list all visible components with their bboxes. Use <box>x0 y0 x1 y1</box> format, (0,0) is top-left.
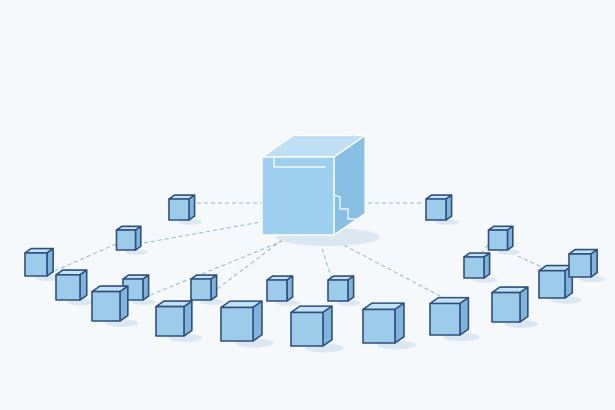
cube-side-face <box>188 194 196 221</box>
cube-front-face <box>290 311 324 347</box>
cube-icon <box>91 285 139 327</box>
cube-front-face <box>327 279 349 302</box>
cube-icon <box>266 275 300 306</box>
cube-front-face <box>487 229 509 251</box>
cube-front-face <box>425 198 447 221</box>
cube-icon <box>290 305 344 353</box>
cube-icon <box>568 248 606 283</box>
cube-side-face <box>445 194 453 221</box>
cube-side-face <box>119 285 129 322</box>
cube-front-face <box>568 253 592 278</box>
cube-front-face <box>491 291 521 323</box>
cube-front-face <box>362 308 396 344</box>
cube-side-face <box>210 274 218 301</box>
cube-side-face <box>394 302 405 344</box>
cube-side-face <box>142 274 150 301</box>
connector-line <box>147 237 291 297</box>
cube-icon <box>190 274 224 305</box>
cube-side-face <box>79 269 88 301</box>
cube-icon <box>425 194 459 225</box>
cube-front-face <box>115 229 137 251</box>
cube-front-face <box>91 290 121 322</box>
connector-line <box>49 243 117 274</box>
cube-side-face <box>347 275 355 302</box>
cube-front-face <box>155 305 185 337</box>
cube-side-face <box>459 296 470 336</box>
cube-icon <box>327 275 361 306</box>
cube-front-face <box>220 306 254 342</box>
cube-icon <box>155 300 203 342</box>
cube-icon <box>491 286 539 328</box>
cube-side-face <box>286 275 294 302</box>
hub-node <box>261 134 380 246</box>
cube-side-face <box>590 248 598 278</box>
cube-front-face <box>24 252 48 277</box>
cube-front-face <box>55 273 81 301</box>
cube-icon <box>429 296 480 342</box>
cube-front-face <box>538 269 566 299</box>
connector-line <box>337 241 443 298</box>
cube-front-face <box>429 302 461 336</box>
hub-step-detail <box>333 194 356 220</box>
connector-line <box>137 219 273 245</box>
cube-icon <box>362 302 416 350</box>
cube-side-face <box>322 305 333 347</box>
cube-icon <box>168 194 202 225</box>
cube-side-face <box>183 300 193 337</box>
network-nodes <box>24 194 606 353</box>
cube-side-face <box>46 247 54 277</box>
cube-front-face <box>190 278 212 301</box>
hub-front-face <box>261 156 335 236</box>
cube-icon <box>115 225 148 255</box>
cube-front-face <box>463 256 485 279</box>
cube-side-face <box>519 286 529 323</box>
cube-icon <box>24 247 62 282</box>
cube-side-face <box>252 300 263 342</box>
cube-icon <box>220 300 274 348</box>
cube-icon <box>487 225 520 255</box>
cube-icon <box>463 252 497 283</box>
connector-line <box>212 239 283 293</box>
cube-front-face <box>266 279 288 302</box>
cube-side-face <box>483 252 491 279</box>
cube-front-face <box>168 198 190 221</box>
hub-edge-detail <box>273 157 326 168</box>
cube-icon <box>55 269 96 306</box>
